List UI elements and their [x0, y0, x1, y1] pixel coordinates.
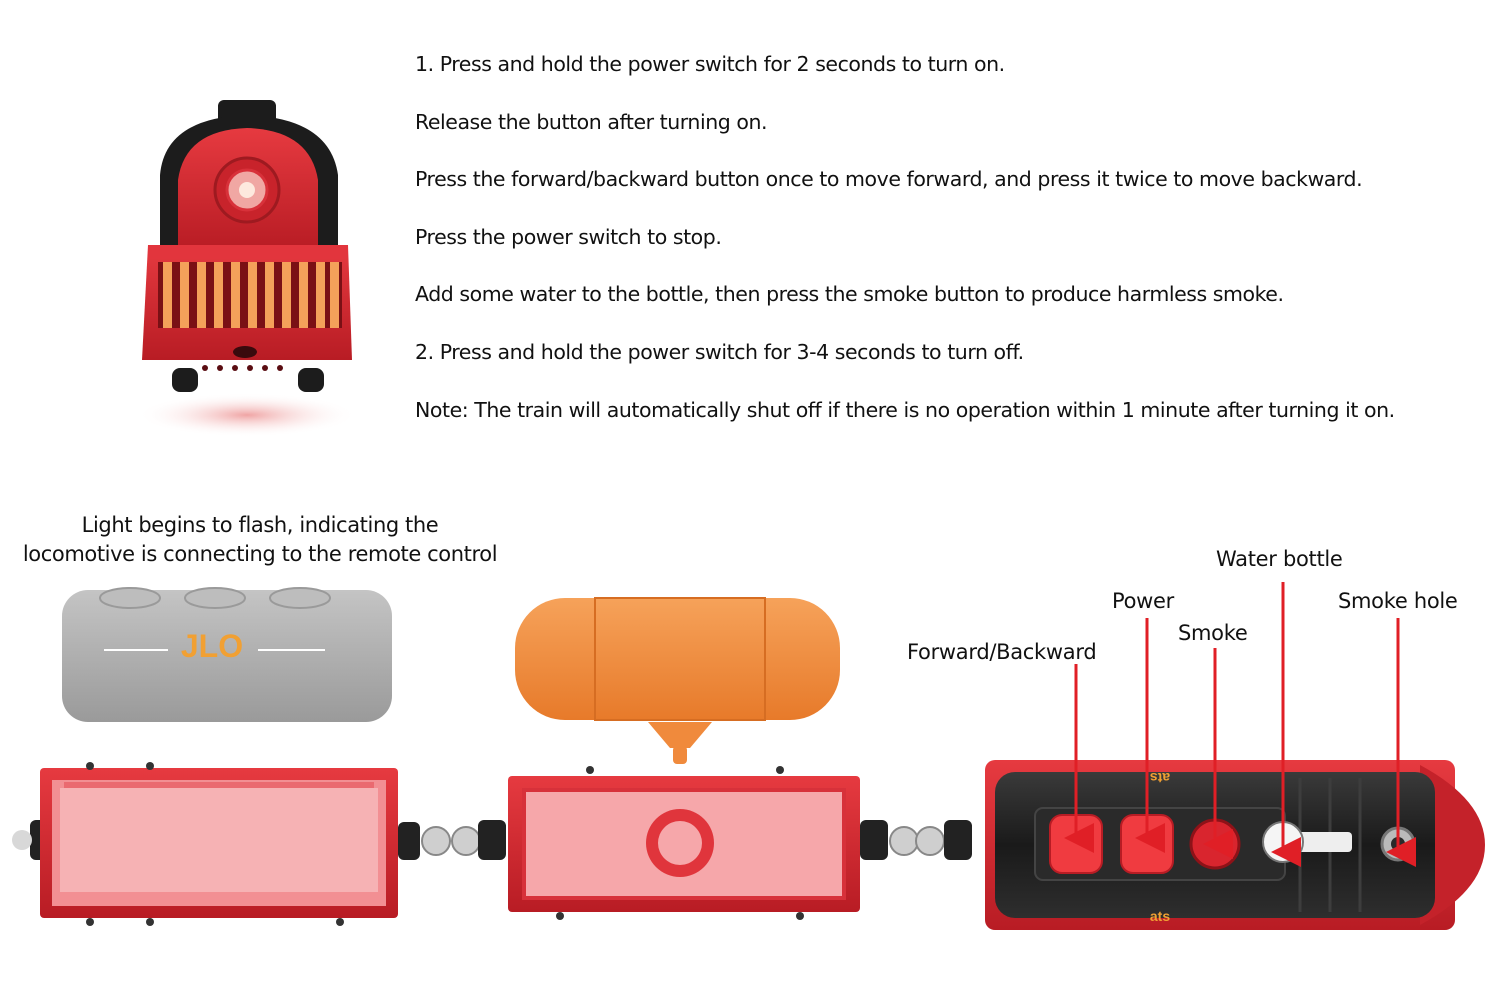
label-smoke: Smoke — [1178, 621, 1248, 645]
instruction-step-1: 1. Press and hold the power switch for 2… — [415, 52, 1005, 76]
locomotive-front-view — [137, 100, 357, 437]
instructions-list: 1. Press and hold the power switch for 2… — [415, 50, 1495, 453]
instruction-stop: Press the power switch to stop. — [415, 224, 722, 249]
instruction-note: Note: The train will automatically shut … — [415, 397, 1395, 422]
instruction-release: Release the button after turning on. — [415, 109, 768, 134]
car-label-top: ats — [1150, 770, 1170, 786]
label-forward-backward: Forward/Backward — [907, 640, 1097, 664]
label-water-bottle: Water bottle — [1216, 547, 1343, 571]
locomotive-top-view: ats ats — [985, 760, 1485, 930]
open-wagon — [12, 762, 398, 926]
car-label-bottom: ats — [1150, 908, 1170, 924]
callout-arrows — [1064, 582, 1416, 867]
cowcatcher-grille — [158, 262, 342, 328]
remote-control: JLO — [62, 587, 392, 722]
instruction-step-2: 2. Press and hold the power switch for 3… — [415, 339, 1024, 364]
label-power: Power — [1112, 589, 1174, 613]
remote-logo: JLO — [181, 628, 243, 664]
coupling-right — [860, 820, 972, 860]
coupling-left — [398, 820, 506, 860]
flash-note-line-1: Light begins to flash, indicating the — [81, 513, 439, 537]
instruction-smoke: Add some water to the bottle, then press… — [415, 282, 1284, 307]
instruction-forward-backward: Press the forward/backward button once t… — [415, 167, 1363, 192]
flash-note-line-2: locomotive is connecting to the remote c… — [22, 542, 498, 566]
label-smoke-hole: Smoke hole — [1338, 589, 1458, 613]
water-tank — [515, 597, 840, 764]
tank-wagon — [508, 766, 860, 920]
flash-note: Light begins to flash, indicating the lo… — [0, 511, 520, 569]
